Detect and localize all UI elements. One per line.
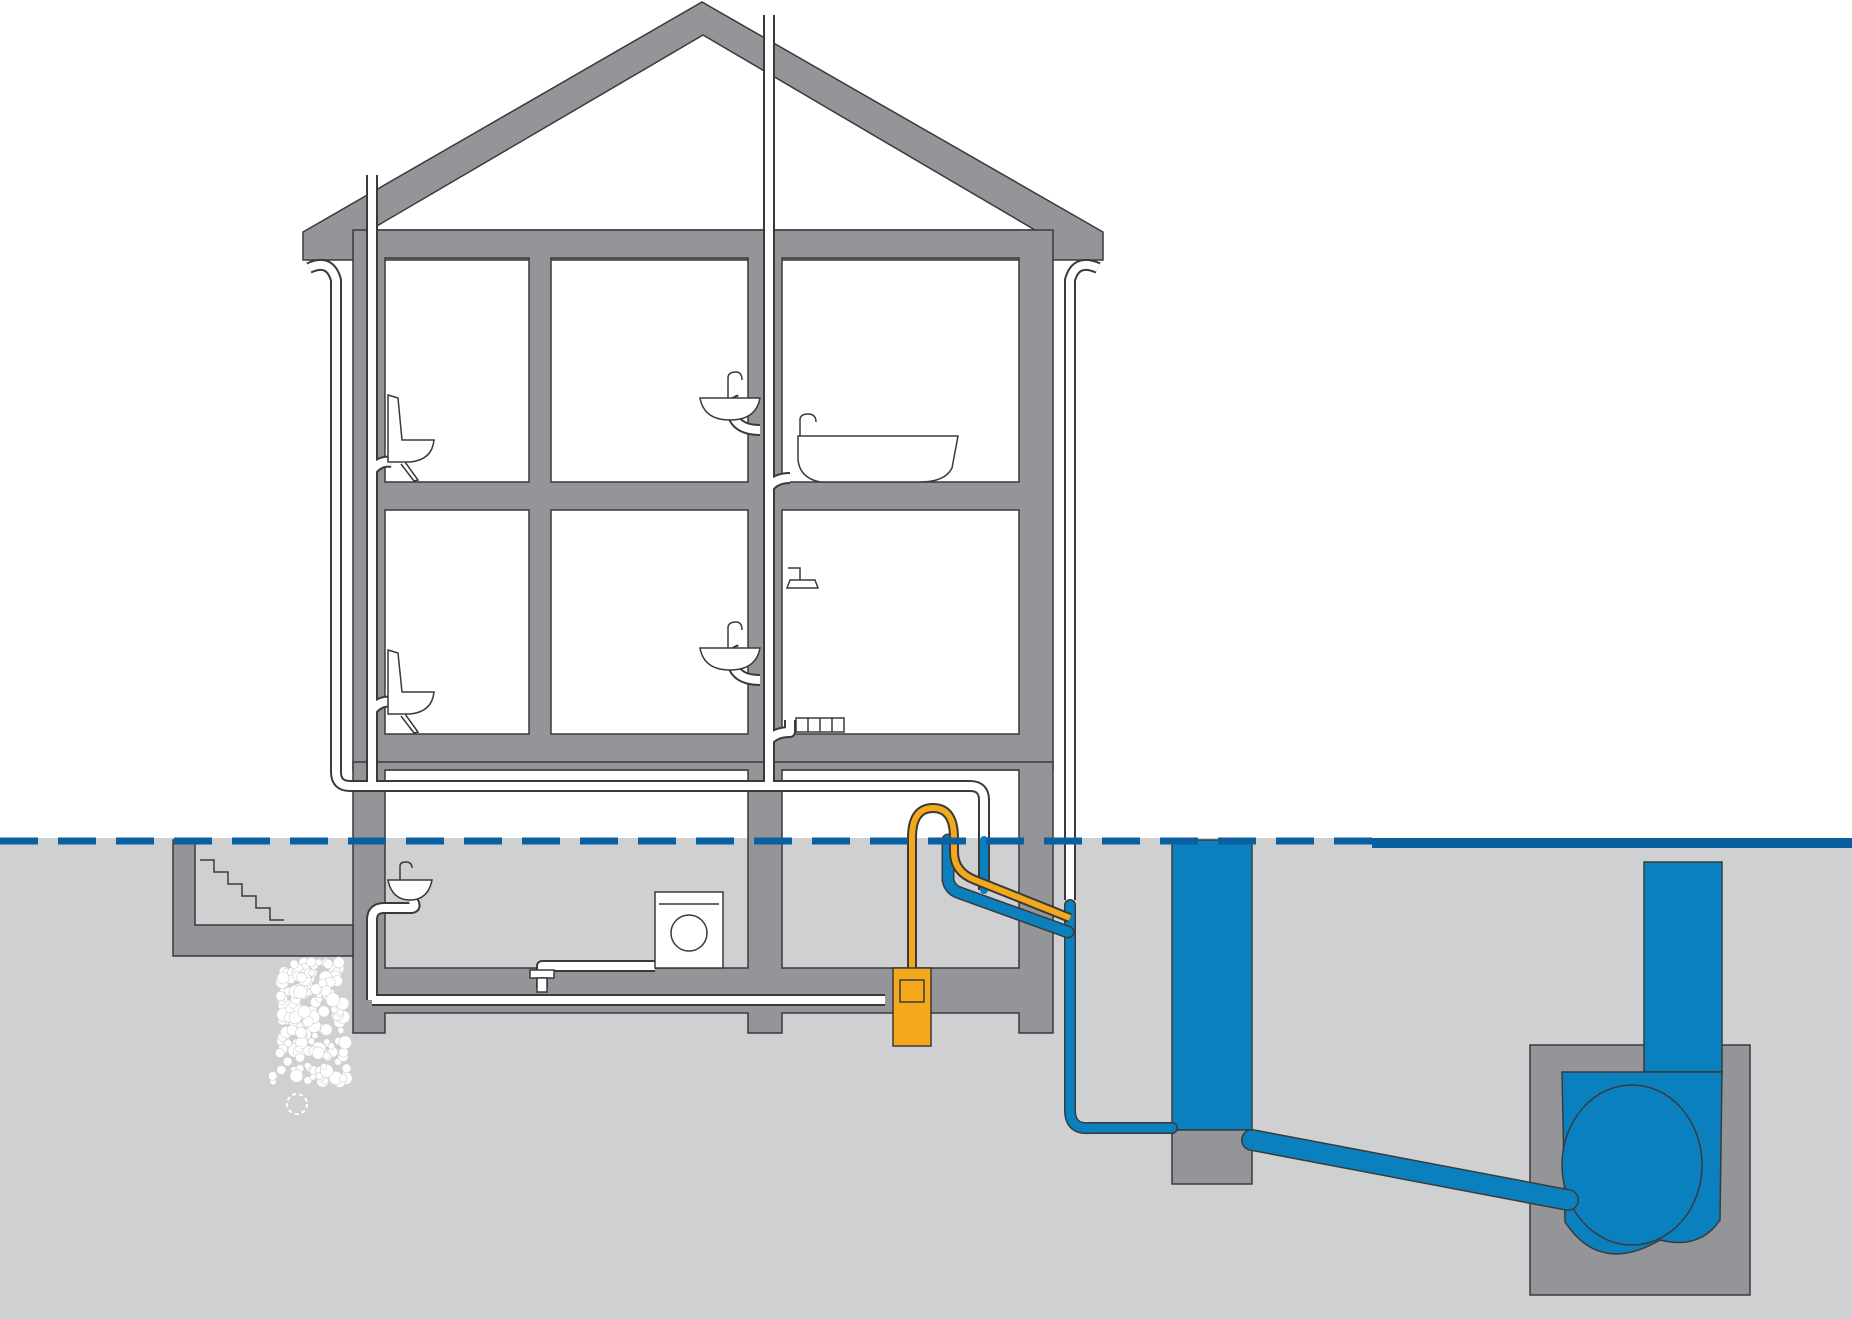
shower-head-icon xyxy=(785,567,820,589)
bathtub-icon xyxy=(797,413,959,483)
manhole-icon xyxy=(1171,839,1253,1131)
manhole-base xyxy=(1171,1129,1253,1185)
sink-icon xyxy=(387,861,433,901)
sink-icon xyxy=(699,621,761,671)
lifting-pump-icon xyxy=(892,802,1072,1047)
toilet-icon xyxy=(387,393,435,482)
fixtures xyxy=(387,371,959,993)
staircase-icon xyxy=(200,859,284,921)
soakaway-drain-icon xyxy=(286,1093,308,1115)
gravel-soakaway-icon xyxy=(268,956,353,1088)
sewer-shaft xyxy=(1643,861,1723,1073)
washing-machine-icon xyxy=(654,891,724,969)
floor-drain-icon xyxy=(795,717,845,733)
roof xyxy=(302,1,1104,261)
toilet-icon xyxy=(387,648,435,734)
sewer-system xyxy=(1171,839,1751,1296)
sink-icon xyxy=(699,371,761,421)
upper-floors-frame xyxy=(352,229,1054,771)
sewer-pipe-end xyxy=(1561,1084,1703,1246)
floor-drain-icon xyxy=(529,969,555,993)
street-level xyxy=(1372,838,1852,848)
